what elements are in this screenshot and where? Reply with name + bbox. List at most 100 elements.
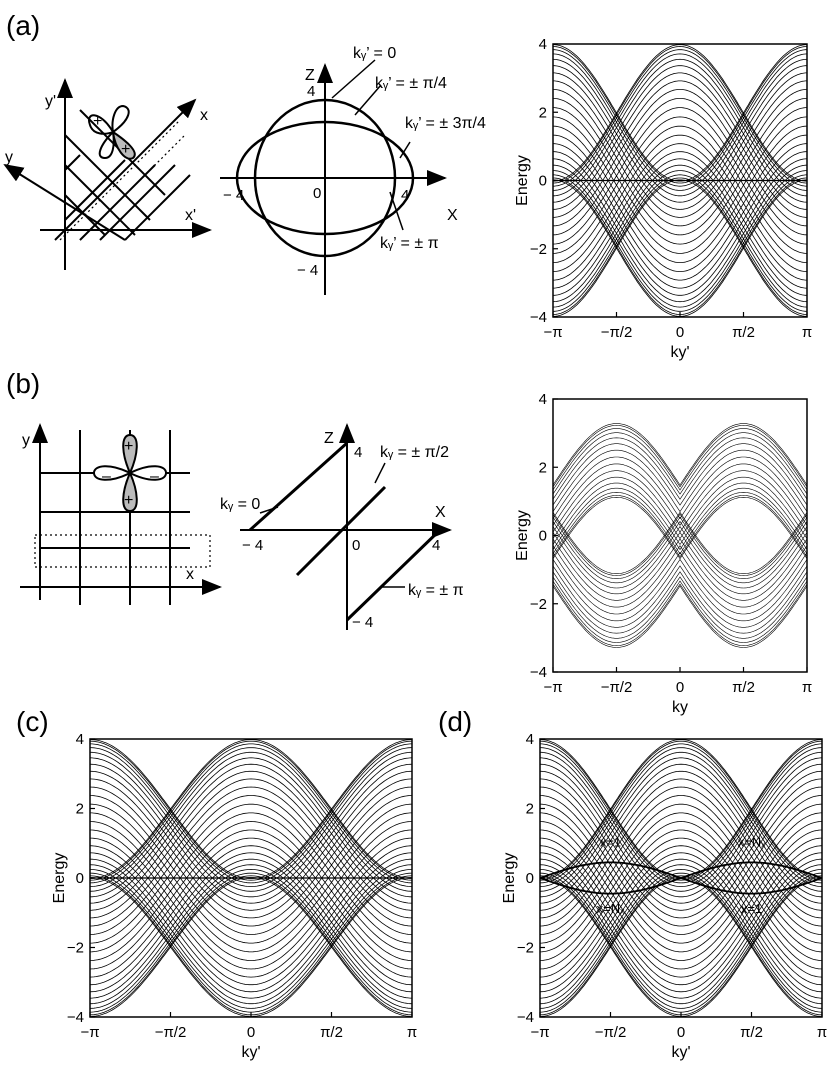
x-tick-label: 0 xyxy=(676,679,684,696)
band-line xyxy=(539,868,823,940)
band-line xyxy=(89,864,413,935)
x-label: x xyxy=(200,107,208,124)
y-tick-label: 4 xyxy=(539,36,547,53)
y-tick-label: 0 xyxy=(526,870,534,887)
y-tick-label: −2 xyxy=(530,596,547,613)
y-tick-label: 2 xyxy=(539,459,547,476)
band-line xyxy=(553,226,807,296)
band-line xyxy=(553,112,807,182)
band-line xyxy=(89,739,413,810)
y-tick-label: 2 xyxy=(526,801,534,818)
band-line xyxy=(553,114,807,184)
band-line xyxy=(540,837,822,909)
band-line xyxy=(552,571,808,634)
x-axis-rotated xyxy=(54,98,197,241)
band-line xyxy=(89,816,413,888)
y-tick-label: 0 xyxy=(76,870,84,887)
band-line xyxy=(540,858,822,930)
z-label: Z xyxy=(324,430,334,447)
tick-x-left: − 4 xyxy=(242,537,263,554)
band-line xyxy=(553,72,807,142)
plus-sign: + xyxy=(121,141,130,158)
band-line xyxy=(89,872,413,944)
band-line xyxy=(552,437,808,500)
x-label: X xyxy=(447,207,458,224)
edge-annotation: x=1 xyxy=(600,835,621,850)
band-line xyxy=(90,826,412,898)
x-prime-label: x' xyxy=(185,207,196,224)
band-line xyxy=(553,211,807,281)
band-line xyxy=(90,855,412,927)
band-line xyxy=(90,812,412,884)
tick-z-bottom: − 4 xyxy=(352,614,373,631)
band-line xyxy=(552,133,808,203)
edge-annotation: x=Nₓ xyxy=(738,835,766,850)
label-k1: kᵧ = ± π/2 xyxy=(380,444,449,461)
y-tick-label: −2 xyxy=(67,940,84,957)
y-prime-label: y' xyxy=(45,93,56,110)
band-lines xyxy=(89,739,413,1017)
band-line xyxy=(89,845,413,916)
band-line xyxy=(552,58,808,129)
x-tick-label: −π/2 xyxy=(155,1024,187,1041)
band-line xyxy=(540,890,822,961)
band-line xyxy=(540,847,822,919)
band-line xyxy=(553,49,807,119)
edge-state-curve xyxy=(539,877,682,895)
band-line xyxy=(539,864,823,935)
band-line xyxy=(552,158,808,228)
band-lines xyxy=(552,423,808,648)
band-line xyxy=(553,80,807,150)
band-line xyxy=(552,456,808,519)
band-line xyxy=(552,428,808,491)
x-tick-label: π xyxy=(407,1024,417,1041)
band-line xyxy=(539,881,823,953)
y-tick-label: 0 xyxy=(539,528,547,545)
band-line xyxy=(89,821,413,892)
band-line xyxy=(552,496,808,560)
band-line xyxy=(89,840,413,911)
band-line xyxy=(552,117,808,187)
band-line xyxy=(552,165,808,236)
band-line xyxy=(89,928,413,999)
band-line xyxy=(553,98,807,168)
band-line xyxy=(90,751,412,823)
band-line xyxy=(552,558,808,622)
band-line xyxy=(539,845,823,916)
band-line xyxy=(90,914,412,986)
band-line xyxy=(553,177,807,247)
band-line xyxy=(539,803,823,875)
band-line xyxy=(552,516,808,580)
label-k2: kᵧ’ = ± 3π/4 xyxy=(405,115,486,132)
x-tick-label: −π xyxy=(543,679,562,696)
band-line xyxy=(540,933,822,1005)
band-line xyxy=(540,740,822,812)
band-line xyxy=(552,482,808,546)
band-line xyxy=(552,538,808,601)
band-line xyxy=(90,890,412,961)
band-line xyxy=(552,134,808,205)
band-line xyxy=(552,552,808,615)
band-line xyxy=(552,449,808,513)
band-line xyxy=(89,868,413,940)
band-line xyxy=(552,585,808,648)
x-tick-label: π xyxy=(802,324,812,341)
band-line xyxy=(89,803,413,875)
plus-sign: + xyxy=(93,113,102,130)
band-line xyxy=(539,821,823,892)
band-line xyxy=(539,747,823,818)
band-line xyxy=(89,810,413,881)
band-line xyxy=(552,425,808,488)
band-line xyxy=(89,757,413,828)
band-line xyxy=(90,829,412,901)
y-tick-label: −2 xyxy=(530,241,547,258)
dotted-strip xyxy=(59,119,186,241)
band-line xyxy=(552,53,808,123)
edge-annotation: x=Nₓ xyxy=(597,901,625,916)
band-line xyxy=(89,946,413,1017)
band-line xyxy=(540,770,822,842)
band-line xyxy=(539,786,823,858)
lattice-diagram-b: + + – – y x xyxy=(20,423,222,605)
band-line xyxy=(552,476,808,540)
band-line xyxy=(552,174,808,244)
